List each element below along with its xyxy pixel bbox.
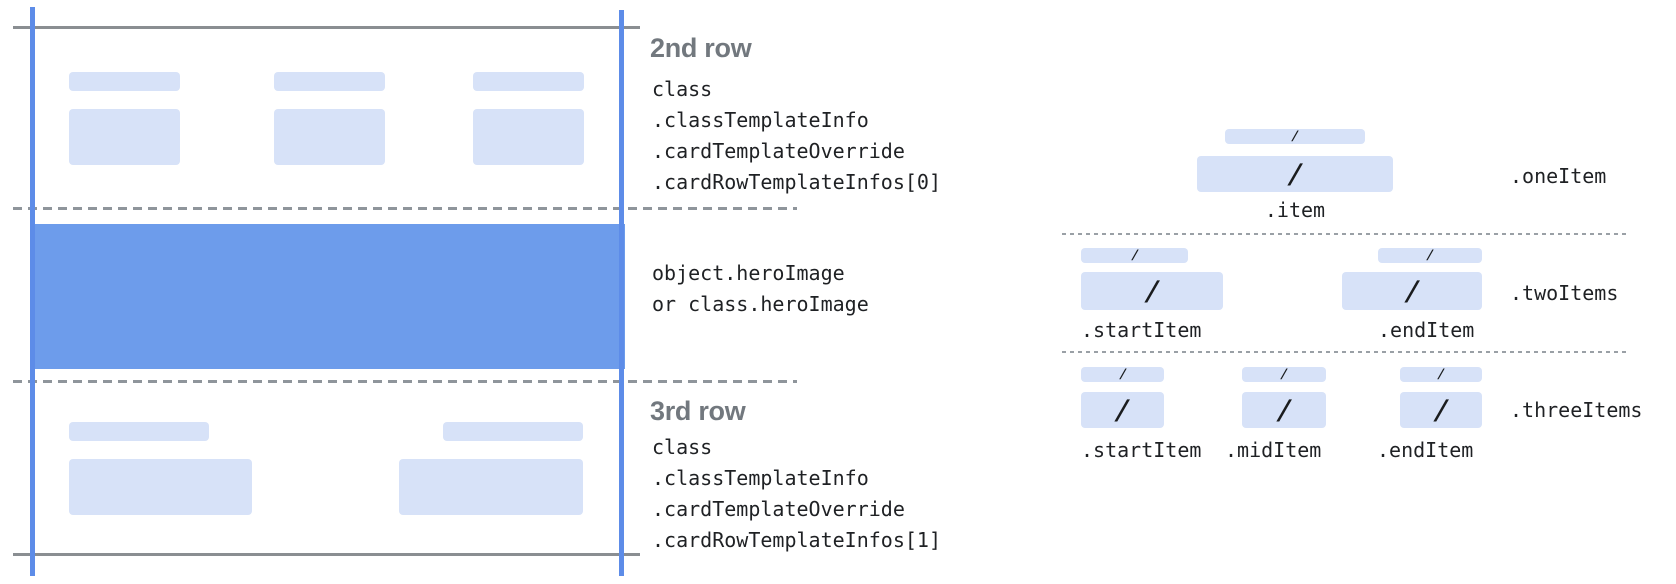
three-items-mid-value-chip: / bbox=[1242, 392, 1326, 428]
row2-class-path: class .classTemplateInfo .cardTemplateOv… bbox=[652, 74, 941, 198]
field-value-placeholder bbox=[399, 459, 583, 515]
slash-glyph: / bbox=[1279, 367, 1289, 382]
two-items-end-label: .endItem bbox=[1378, 318, 1475, 342]
card-bottom-line bbox=[13, 553, 640, 556]
field-value-placeholder bbox=[473, 109, 584, 165]
slash-glyph: / bbox=[1285, 158, 1305, 190]
slash-glyph: / bbox=[1431, 394, 1451, 426]
field-value-placeholder bbox=[69, 109, 180, 165]
layout-separator-dotted-2 bbox=[1062, 351, 1630, 353]
three-items-name: .threeItems bbox=[1510, 398, 1643, 422]
row-separator-dashed-bottom bbox=[13, 380, 797, 383]
field-value-placeholder bbox=[69, 459, 252, 515]
row3-class-path: class .classTemplateInfo .cardTemplateOv… bbox=[652, 432, 941, 556]
field-value-placeholder bbox=[274, 109, 385, 165]
slash-glyph: / bbox=[1436, 367, 1446, 382]
three-items-start-label: .startItem bbox=[1081, 438, 1202, 462]
path-line: class bbox=[652, 435, 713, 459]
path-line: class bbox=[652, 77, 713, 101]
slash-glyph: / bbox=[1142, 275, 1162, 307]
two-items-start-value-chip: / bbox=[1081, 272, 1223, 310]
slash-glyph: / bbox=[1117, 367, 1128, 382]
slash-glyph: / bbox=[1402, 275, 1422, 307]
caption-line: object.heroImage bbox=[652, 261, 845, 285]
three-items-end-label-chip: / bbox=[1400, 367, 1482, 382]
one-item-label-chip: / bbox=[1225, 129, 1365, 144]
two-items-end-label-chip: / bbox=[1378, 248, 1482, 263]
row2-heading: 2nd row bbox=[650, 33, 752, 63]
field-label-placeholder bbox=[473, 72, 584, 91]
path-line: .cardRowTemplateInfos[1] bbox=[652, 528, 941, 552]
three-items-start-value-chip: / bbox=[1081, 392, 1164, 428]
path-line: .classTemplateInfo bbox=[652, 466, 869, 490]
slash-glyph: / bbox=[1129, 248, 1140, 263]
two-items-start-label-chip: / bbox=[1081, 248, 1188, 263]
three-items-end-label: .endItem bbox=[1377, 438, 1474, 462]
field-label-placeholder bbox=[274, 72, 385, 91]
slash-glyph: / bbox=[1112, 394, 1133, 426]
caption-line: or class.heroImage bbox=[652, 292, 869, 316]
one-item-name: .oneItem bbox=[1510, 164, 1607, 188]
one-item-item-label: .item bbox=[1264, 198, 1326, 222]
hero-image-caption: object.heroImage or class.heroImage bbox=[652, 258, 869, 320]
two-items-name: .twoItems bbox=[1510, 281, 1619, 305]
two-items-start-label: .startItem bbox=[1081, 318, 1202, 342]
row3-heading: 3rd row bbox=[650, 396, 746, 426]
slash-glyph: / bbox=[1274, 394, 1294, 426]
card-left-edge-line bbox=[30, 7, 35, 576]
card-right-edge-line bbox=[619, 10, 624, 576]
one-item-value-chip: / bbox=[1197, 156, 1393, 192]
layout-separator-dotted-1 bbox=[1062, 233, 1630, 235]
three-items-end-value-chip: / bbox=[1400, 392, 1482, 428]
field-label-placeholder bbox=[443, 422, 583, 441]
path-line: .cardTemplateOverride bbox=[652, 497, 905, 521]
row-separator-dashed-top bbox=[13, 207, 797, 210]
three-items-start-label-chip: / bbox=[1081, 367, 1164, 382]
slash-glyph: / bbox=[1290, 129, 1300, 144]
slash-glyph: / bbox=[1425, 248, 1435, 263]
path-line: .classTemplateInfo bbox=[652, 108, 869, 132]
three-items-mid-label: .midItem bbox=[1225, 438, 1322, 462]
three-items-mid-label-chip: / bbox=[1242, 367, 1326, 382]
field-label-placeholder bbox=[69, 72, 180, 91]
card-top-line bbox=[13, 26, 640, 29]
two-items-end-value-chip: / bbox=[1342, 272, 1482, 310]
hero-image-band bbox=[35, 224, 625, 369]
path-line: .cardTemplateOverride bbox=[652, 139, 905, 163]
path-line: .cardRowTemplateInfos[0] bbox=[652, 170, 941, 194]
field-label-placeholder bbox=[69, 422, 209, 441]
